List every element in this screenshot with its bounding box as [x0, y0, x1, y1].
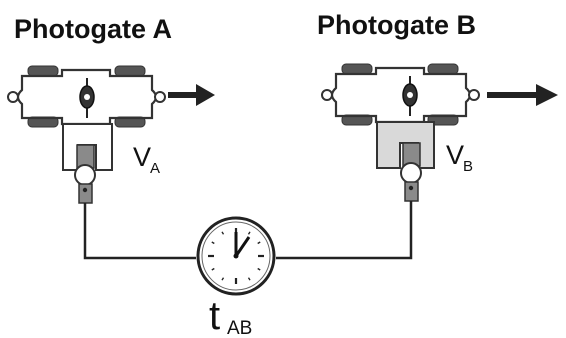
timer-label: t	[209, 294, 220, 338]
glider-b-flag	[402, 76, 418, 116]
timer-clock	[196, 216, 276, 296]
photogate-b-title: Photogate B	[317, 10, 476, 40]
clock-hour-hand	[234, 236, 251, 257]
clock-tick	[221, 277, 225, 281]
wire-a-to-timer	[83, 203, 196, 260]
photogate-b-lens	[400, 162, 422, 184]
clock-tick	[211, 267, 215, 271]
photogate-b-plug	[404, 181, 419, 202]
clock-inner-ring	[201, 221, 271, 291]
glider-b-wheels	[341, 63, 459, 126]
photogate-a-lens	[74, 164, 96, 186]
photogate-b: V B	[321, 63, 558, 202]
glider-a-right-ring	[154, 91, 166, 103]
photogate-a: V A	[7, 65, 215, 204]
glider-b-left-ring	[321, 89, 333, 101]
photogate-a-plug	[78, 183, 93, 204]
clock-tick	[257, 241, 261, 245]
clock-tick	[257, 267, 261, 271]
clock-tick	[247, 277, 251, 281]
clock-tick	[211, 241, 215, 245]
arrow-right-icon	[487, 84, 558, 106]
velocity-a-label: V	[133, 142, 151, 172]
photogate-a-bracket	[62, 123, 113, 171]
velocity-b-subscript: B	[463, 158, 473, 175]
arrow-right-icon	[168, 84, 215, 106]
glider-a-flag	[79, 78, 95, 118]
glider-a-wheels	[27, 65, 146, 128]
glider-b-body	[330, 66, 472, 124]
velocity-a-subscript: A	[150, 160, 160, 177]
glider-b-right-ring	[468, 89, 480, 101]
glider-a-left-ring	[7, 91, 19, 103]
clock-ticks	[208, 228, 264, 284]
velocity-b-label: V	[446, 140, 464, 170]
clock-tick	[247, 231, 251, 235]
wire-b-to-timer	[276, 201, 413, 260]
timer-label-subscript: AB	[227, 318, 252, 338]
photogate-a-title: Photogate A	[14, 14, 172, 44]
clock-center	[233, 253, 239, 259]
clock-tick	[221, 231, 225, 235]
